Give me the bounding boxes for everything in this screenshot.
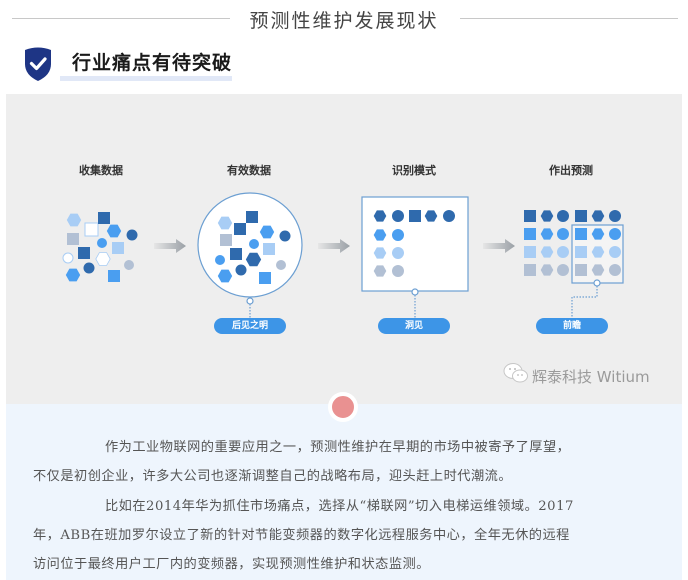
title-rule-right [460, 18, 678, 19]
arrow-right-icon [318, 239, 350, 253]
accent-dot [328, 392, 358, 422]
wechat-icon [503, 363, 528, 383]
content-block [6, 404, 682, 580]
badge-foresight: 前瞻 [536, 318, 608, 334]
paragraph-1: 作为工业物联网的重要应用之一，预测性维护在早期的市场中被寄予了厚望， 不仅是初创… [33, 440, 571, 484]
step-label-collect: 收集数据 [79, 164, 123, 177]
paragraph-2: 比如在2014年华为抓住市场痛点，选择从“梯联网”切入电梯运维领域。2017 年… [33, 499, 574, 572]
page-title: 预测性维护发展现状 [0, 6, 688, 33]
arrow-right-icon [154, 239, 186, 253]
section-heading: 行业痛点有待突破 [20, 46, 250, 86]
arrow-right-icon [483, 239, 515, 253]
badge-insight: 洞见 [378, 318, 450, 334]
collect-data-graphic [62, 212, 138, 282]
step-label-predict: 作出预测 [549, 164, 593, 177]
watermark-text: 辉泰科技 Witium [532, 368, 650, 386]
section-title: 行业痛点有待突破 [72, 52, 233, 74]
page-header: 预测性维护发展现状 [0, 0, 688, 38]
step-label-pattern: 识别模式 [392, 164, 436, 177]
prediction-graphic [524, 210, 624, 318]
pattern-graphic [361, 196, 469, 318]
valid-data-graphic [197, 192, 303, 318]
badge-hindsight: 后见之明 [214, 318, 286, 334]
title-rule-left [12, 18, 230, 19]
step-label-valid: 有效数据 [227, 164, 271, 177]
section-title-underline [60, 76, 232, 81]
shield-check-icon [25, 47, 51, 81]
